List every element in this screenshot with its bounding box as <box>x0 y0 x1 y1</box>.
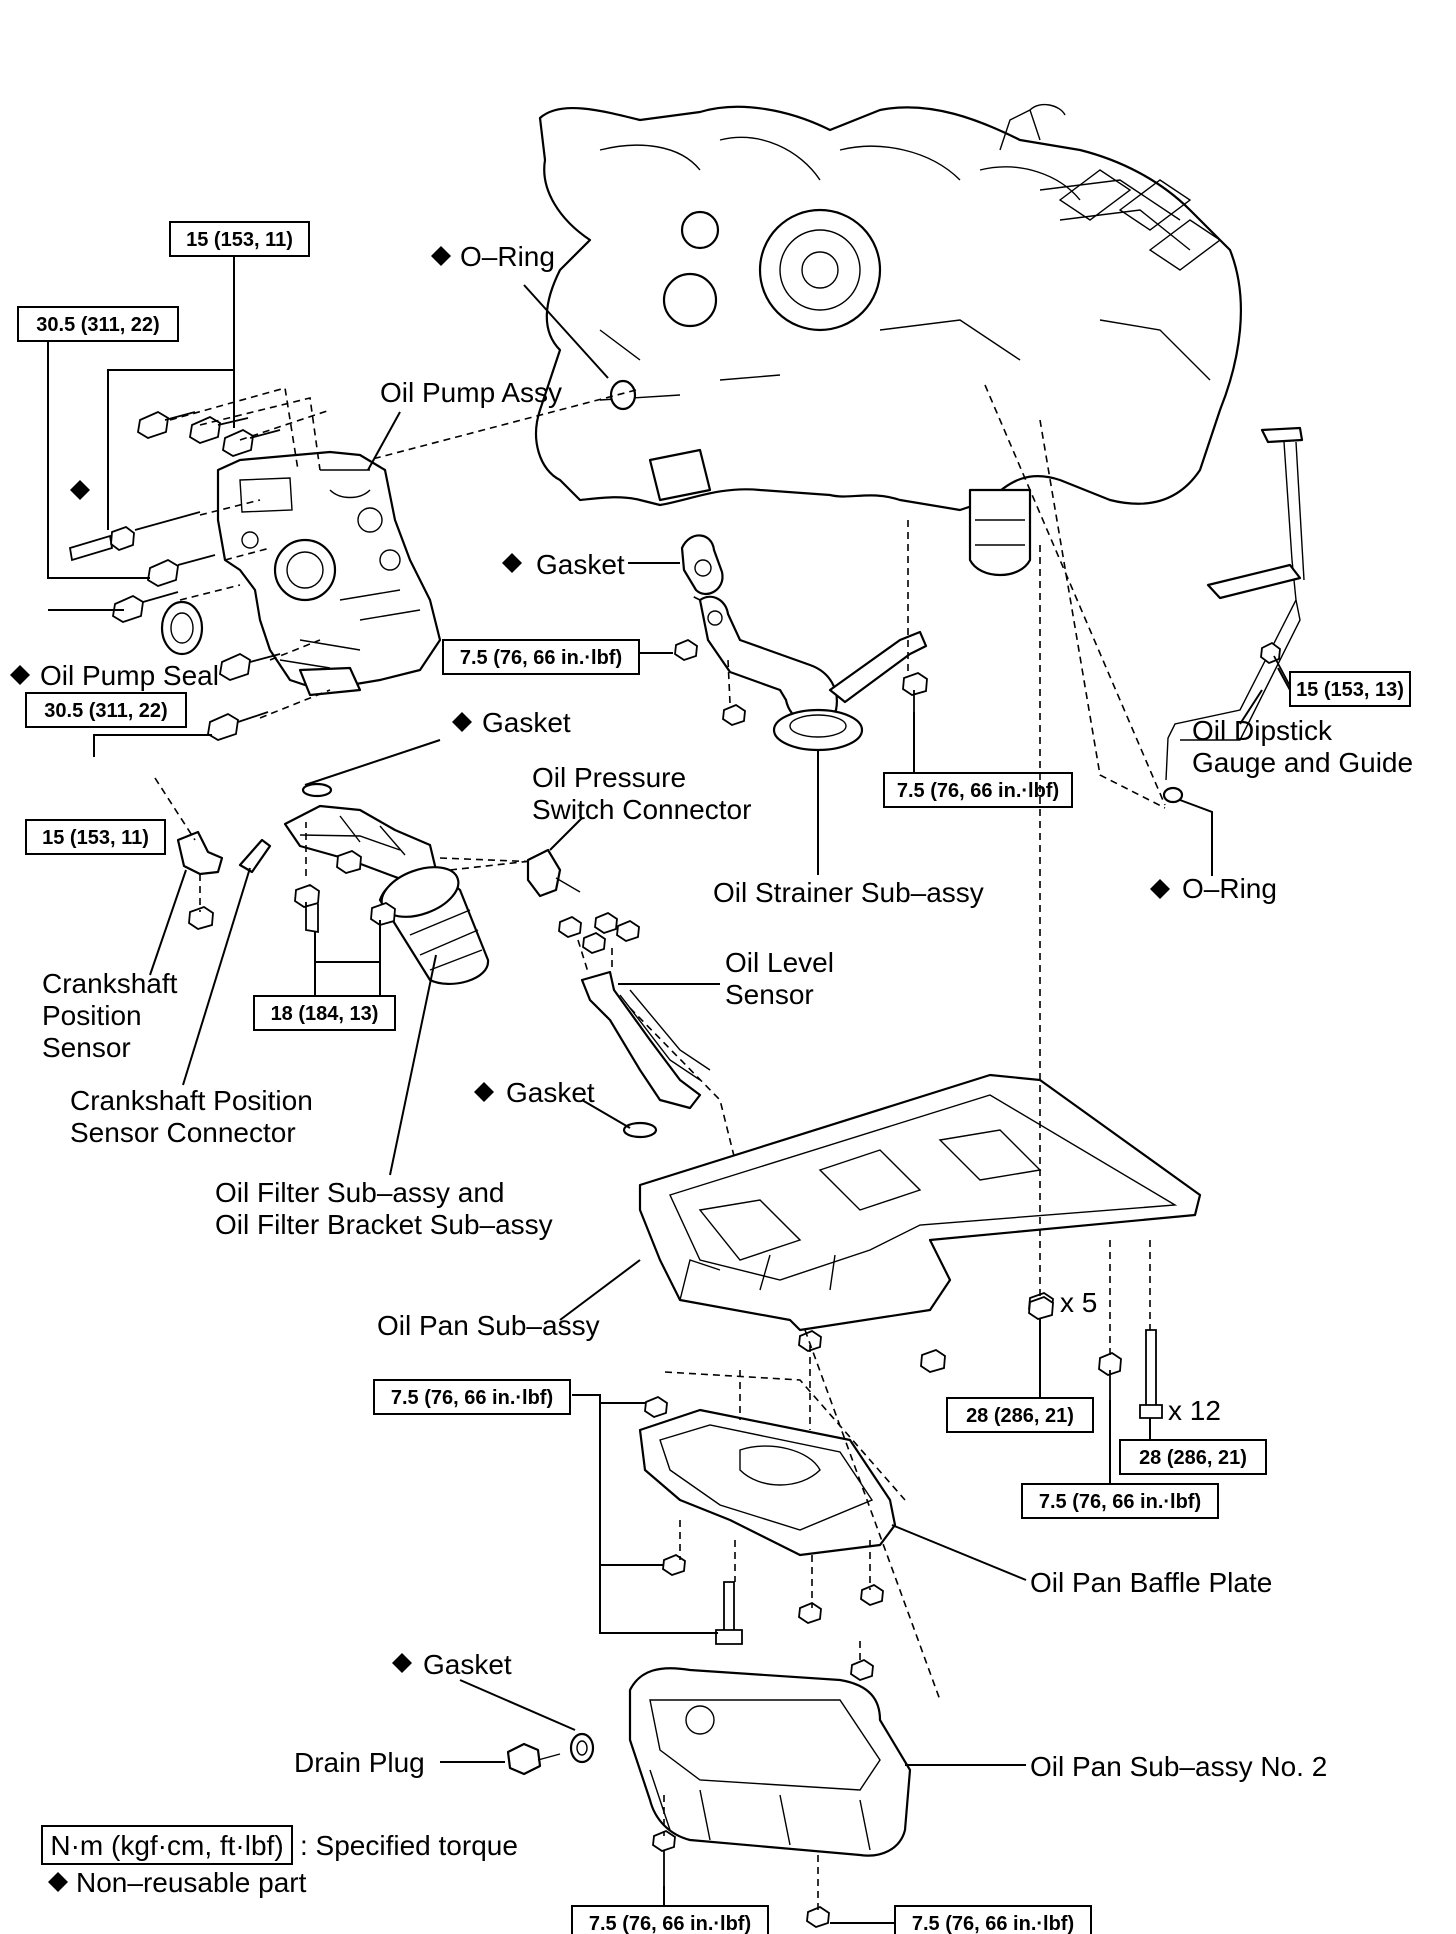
torque-box-t14: 7.5 (76, 66 in.·lbf) <box>894 1905 1092 1934</box>
drain-plug-part <box>506 1742 561 1776</box>
non-reusable-marker-icon <box>431 246 451 266</box>
legend-specified-torque: : Specified torque <box>300 1830 518 1861</box>
oil-level-sensor-label-1: Oil Level <box>725 947 834 978</box>
torque-box-t4: 15 (153, 13) <box>1289 671 1411 707</box>
oil-level-sensor-part <box>558 911 711 1139</box>
torque-box-t2: 30.5 (311, 22) <box>17 306 179 342</box>
crankshaft-connector-label-2: Sensor Connector <box>70 1117 296 1148</box>
torque-box-t9: 7.5 (76, 66 in.·lbf) <box>373 1379 571 1415</box>
oil-pan-label: Oil Pan Sub–assy <box>377 1310 600 1341</box>
oil-pan-part <box>638 1073 1202 1373</box>
oil-filter-bracket-part <box>283 804 490 985</box>
svg-text:15 (153, 11): 15 (153, 11) <box>186 229 293 251</box>
svg-text:7.5 (76, 66 in.·lbf): 7.5 (76, 66 in.·lbf) <box>912 1913 1074 1934</box>
crankshaft-sensor-label-1: Crankshaft <box>42 968 178 999</box>
baffle-plate-label: Oil Pan Baffle Plate <box>1030 1567 1272 1598</box>
crankshaft-sensor-label-2: Position <box>42 1000 142 1031</box>
svg-text:28 (286, 21): 28 (286, 21) <box>1139 1447 1247 1469</box>
gasket-strainer-part <box>680 534 724 596</box>
oil-filter-label-2: Oil Filter Bracket Sub–assy <box>215 1209 553 1240</box>
o-ring-dipstick-label: O–Ring <box>1182 873 1277 904</box>
torque-box-t12: 7.5 (76, 66 in.·lbf) <box>1021 1483 1219 1519</box>
svg-text:15 (153, 11): 15 (153, 11) <box>42 827 149 849</box>
pump-bolts <box>68 410 281 741</box>
x12-label: x 12 <box>1168 1395 1221 1426</box>
x5-label: x 5 <box>1060 1287 1097 1318</box>
gasket-drain-part <box>569 1732 595 1764</box>
oil-pan-no2-label: Oil Pan Sub–assy No. 2 <box>1030 1751 1327 1782</box>
o-ring-top-label: O–Ring <box>460 241 555 272</box>
oil-pump-seal-label: Oil Pump Seal <box>40 660 219 691</box>
o-ring-top-part <box>609 379 637 411</box>
oil-pressure-switch-label-2: Switch Connector <box>532 794 751 825</box>
oil-strainer-label: Oil Strainer Sub–assy <box>713 877 984 908</box>
svg-text:30.5 (311, 22): 30.5 (311, 22) <box>44 700 167 722</box>
gasket-drain-label: Gasket <box>423 1649 512 1680</box>
svg-text:28 (286, 21): 28 (286, 21) <box>966 1405 1074 1427</box>
torque-box-t8: 18 (184, 13) <box>253 995 396 1031</box>
oil-level-sensor-label-2: Sensor <box>725 979 814 1010</box>
oil-pump-assy-part <box>216 450 442 697</box>
oil-pump-seal-part <box>160 600 204 656</box>
torque-box-t7: 15 (153, 11) <box>25 819 166 855</box>
legend-unit-box: N·m (kgf·cm, ft·lbf) <box>50 1830 283 1861</box>
oil-pressure-switch-label-1: Oil Pressure <box>532 762 686 793</box>
gasket-filter-part <box>301 782 333 798</box>
svg-text:18 (184, 13): 18 (184, 13) <box>271 1003 379 1025</box>
svg-text:30.5 (311, 22): 30.5 (311, 22) <box>36 314 159 336</box>
oil-dipstick-label-1: Oil Dipstick <box>1192 715 1333 746</box>
legend: N·m (kgf·cm, ft·lbf) : Specified torque … <box>41 1825 518 1898</box>
torque-box-t5: 30.5 (311, 22) <box>25 692 187 728</box>
non-reusable-legend-icon <box>48 1872 68 1892</box>
oil-pump-assy-label: Oil Pump Assy <box>380 377 562 408</box>
gasket-level-label: Gasket <box>506 1077 595 1108</box>
svg-text:7.5 (76, 66 in.·lbf): 7.5 (76, 66 in.·lbf) <box>897 780 1059 802</box>
oil-dipstick-label-2: Gauge and Guide <box>1192 747 1413 778</box>
torque-box-t11: 28 (286, 21) <box>1119 1439 1267 1475</box>
gasket-strainer-label: Gasket <box>536 549 625 580</box>
oil-pressure-switch-connector-part <box>526 848 581 898</box>
oil-filter-label-1: Oil Filter Sub–assy and <box>215 1177 504 1208</box>
oil-pan-baffle-plate-part <box>638 1329 897 1645</box>
torque-box-t3: 7.5 (76, 66 in.·lbf) <box>442 639 640 675</box>
oil-strainer-part <box>674 595 928 752</box>
svg-text:7.5 (76, 66 in.·lbf): 7.5 (76, 66 in.·lbf) <box>1039 1491 1201 1513</box>
torque-box-t10: 28 (286, 21) <box>946 1397 1094 1433</box>
engine-block <box>535 103 1243 577</box>
crankshaft-sensor-label-3: Sensor <box>42 1032 131 1063</box>
torque-box-t1: 15 (153, 11) <box>169 221 310 257</box>
svg-text:7.5 (76, 66 in.·lbf): 7.5 (76, 66 in.·lbf) <box>589 1913 751 1934</box>
torque-box-t13: 7.5 (76, 66 in.·lbf) <box>571 1905 769 1934</box>
torque-box-t6: 7.5 (76, 66 in.·lbf) <box>883 772 1073 808</box>
svg-text:7.5 (76, 66 in.·lbf): 7.5 (76, 66 in.·lbf) <box>391 1387 553 1409</box>
oil-dipstick-part <box>1162 426 1305 804</box>
crankshaft-connector-label-1: Crankshaft Position <box>70 1085 313 1116</box>
legend-non-reusable: Non–reusable part <box>76 1867 307 1898</box>
pan-bolts <box>1028 1296 1163 1419</box>
crankshaft-position-sensor-part <box>176 830 272 930</box>
gasket-filter-label: Gasket <box>482 707 571 738</box>
svg-text:7.5 (76, 66 in.·lbf): 7.5 (76, 66 in.·lbf) <box>460 647 622 669</box>
drain-plug-label: Drain Plug <box>294 1747 425 1778</box>
svg-text:15 (153, 13): 15 (153, 13) <box>1296 679 1404 701</box>
oil-pan-no2-part <box>628 1658 912 1857</box>
